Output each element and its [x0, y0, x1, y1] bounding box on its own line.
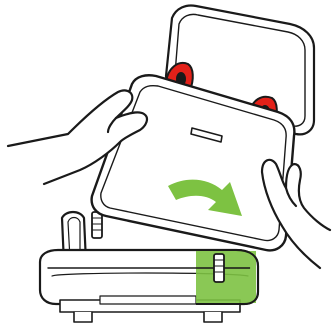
backrest-connector-left — [92, 212, 102, 238]
connection-highlight — [196, 251, 256, 303]
backrest-connector-right — [214, 254, 224, 282]
